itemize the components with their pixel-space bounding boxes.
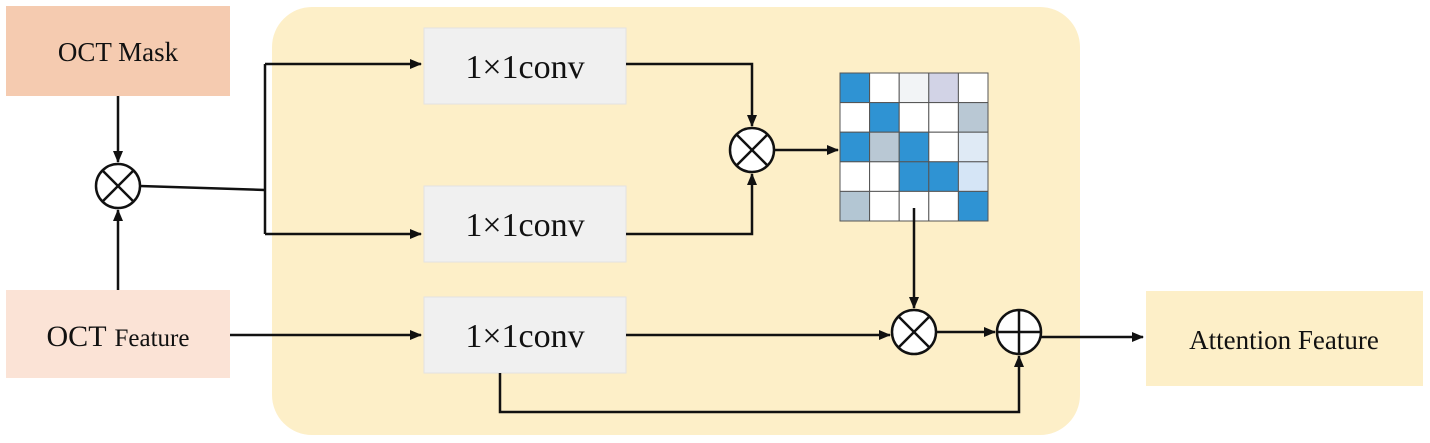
matrix-cell (928, 161, 959, 192)
oct-feature-label-sub: Feature (115, 325, 190, 352)
oct-feature-label-main: OCT (47, 320, 107, 353)
matrix-cell (869, 131, 900, 163)
input-multiply-operator (94, 162, 142, 210)
oct-mask-box (6, 6, 230, 96)
conv-block-middle (423, 185, 627, 263)
matrix-cell (839, 190, 871, 222)
arrow-conv-middle-to-qk-multiply (626, 173, 757, 236)
attention-feature-box (1146, 291, 1423, 386)
matrix-cell (898, 102, 930, 133)
matrix-cell (869, 161, 900, 192)
conv-block-top (423, 27, 627, 105)
connectors (113, 59, 1144, 414)
attention-matrix (839, 72, 989, 222)
matrix-cell (869, 102, 900, 133)
matrix-cell (928, 102, 959, 133)
matrix-cell (869, 190, 900, 222)
conv-block-bottom-label: 1×1conv (465, 318, 584, 355)
matrix-cell (839, 131, 871, 163)
matrix-cell (957, 161, 989, 192)
residual-add-operator (995, 308, 1043, 356)
matrix-cell (957, 131, 989, 163)
conv-block-bottom (423, 296, 627, 374)
arrow-residual-to-add (498, 355, 1024, 414)
matrix-cell (898, 161, 930, 192)
arrow-conv-top-to-qk-multiply (626, 62, 757, 127)
matrix-cell (928, 190, 959, 222)
matrix-cell (957, 102, 989, 133)
oct-feature-box (6, 290, 230, 378)
oct-mask-label: OCT Mask (58, 37, 179, 67)
attention-multiply-operator (890, 308, 938, 356)
conv-block-top-label: 1×1conv (465, 49, 584, 86)
matrix-cell (839, 161, 871, 192)
conv-block-middle-label: 1×1conv (465, 207, 584, 244)
matrix-cell (869, 72, 900, 104)
matrix-cell (898, 72, 930, 104)
matrix-cell (928, 131, 959, 163)
matrix-cell (898, 131, 930, 163)
attention-feature-label: Attention Feature (1189, 325, 1379, 355)
matrix-cell (957, 72, 989, 104)
matrix-cell (839, 102, 871, 133)
matrix-cell (928, 72, 959, 104)
oct-feature-label: OCT Feature (47, 320, 190, 353)
qk-multiply-operator (728, 126, 776, 174)
line-multiply-to-split (139, 184, 266, 192)
matrix-cell (839, 72, 871, 104)
matrix-cell (957, 190, 989, 222)
